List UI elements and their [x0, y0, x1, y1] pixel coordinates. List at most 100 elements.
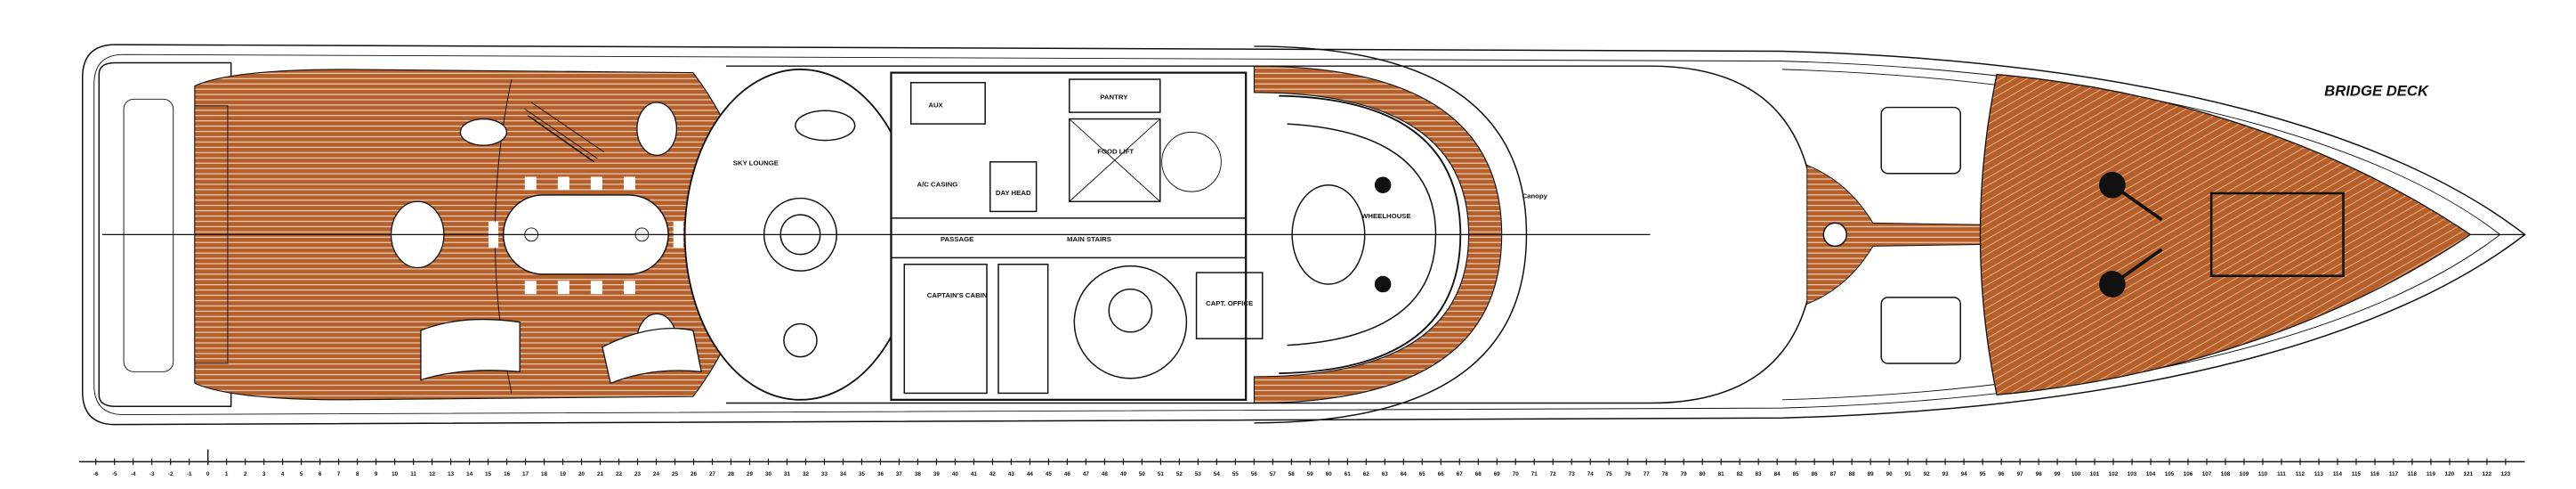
ruler-label: -4: [131, 471, 136, 477]
ruler-label: 29: [747, 471, 754, 477]
ruler-label: 56: [1251, 471, 1258, 477]
ruler-label: 79: [1681, 471, 1688, 477]
ruler-label: 92: [1924, 471, 1931, 477]
ruler-label: 80: [1700, 471, 1707, 477]
ruler-label: 69: [1494, 471, 1501, 477]
ruler-label: 70: [1513, 471, 1520, 477]
chair: [636, 102, 678, 156]
ruler-label: 118: [2408, 471, 2418, 477]
ruler-label: 67: [1457, 471, 1464, 477]
ruler-label: 86: [1812, 471, 1819, 477]
ruler-label: 94: [1961, 471, 1968, 477]
ruler-label: -3: [149, 471, 155, 477]
ruler-label: 87: [1830, 471, 1837, 477]
ruler-label: 11: [410, 471, 416, 477]
ruler-label: 89: [1868, 471, 1875, 477]
ruler-label: 101: [2090, 471, 2100, 477]
ruler-label: 8: [356, 471, 359, 477]
ruler-label: 47: [1083, 471, 1090, 477]
ruler-label: -6: [93, 471, 99, 477]
ruler-label: 3: [262, 471, 266, 477]
ruler-label: 52: [1176, 471, 1183, 477]
ruler-label: 64: [1401, 471, 1408, 477]
ruler-label: 48: [1102, 471, 1109, 477]
ruler-label: 109: [2240, 471, 2249, 477]
ruler-label: 117: [2389, 471, 2399, 477]
ruler-label: 72: [1550, 471, 1557, 477]
windlass: [2099, 171, 2126, 199]
ruler-label: 27: [709, 471, 716, 477]
ruler-label: 33: [821, 471, 828, 477]
ruler-label: 18: [541, 471, 548, 477]
ruler-label: 102: [2109, 471, 2119, 477]
ruler-label: 55: [1232, 471, 1240, 477]
main-stairs: [1073, 265, 1188, 379]
ruler-label: 78: [1662, 471, 1669, 477]
ruler-label: 41: [971, 471, 978, 477]
ruler-label: 30: [765, 471, 772, 477]
ruler-label: 6: [319, 471, 322, 477]
foredeck: BRIDGE DECK: [1806, 73, 2472, 395]
ruler-label: 42: [989, 471, 997, 477]
ruler-label: 105: [2165, 471, 2175, 477]
ruler-label: 23: [634, 471, 642, 477]
hatch: [1880, 297, 1961, 364]
aft-stairs: [602, 327, 703, 385]
ruler-label: 2: [244, 471, 247, 477]
label-ac-casing: A/C CASING: [917, 181, 958, 189]
ruler-label: 12: [429, 471, 436, 477]
ruler-label: 106: [2184, 471, 2193, 477]
ruler-label: 71: [1531, 471, 1538, 477]
ruler-label: 22: [616, 471, 623, 477]
deck-title: BRIDGE DECK: [2324, 83, 2430, 100]
ruler-label: 43: [1008, 471, 1015, 477]
ruler-label: 82: [1737, 471, 1744, 477]
ruler-label: -1: [187, 471, 192, 477]
ruler-label: 50: [1139, 471, 1146, 477]
label-aux: AUX: [928, 102, 943, 110]
interior-rooms: AUX A/C CASING PANTRY FOOD LIFT DAY HEAD…: [890, 71, 1264, 401]
windlass: [2099, 271, 2126, 297]
ruler-label: 96: [1999, 471, 2006, 477]
ruler-label: 36: [877, 471, 884, 477]
ruler-label: 111: [2277, 471, 2286, 477]
ruler-label: 57: [1270, 471, 1277, 477]
ruler-label: 103: [2128, 471, 2137, 477]
label-captains-cabin: CAPTAIN'S CABIN: [927, 291, 988, 299]
ruler-label: 35: [859, 471, 866, 477]
ruler-label: 20: [578, 471, 585, 477]
ruler-label: 100: [2071, 471, 2081, 477]
ruler-label: 4: [281, 471, 285, 477]
ruler-label: 39: [933, 471, 941, 477]
ruler-label: 25: [672, 471, 679, 477]
ruler-label: 116: [2370, 471, 2380, 477]
ruler-label: 63: [1382, 471, 1389, 477]
ruler-label: 84: [1774, 471, 1781, 477]
ruler-label: 107: [2202, 471, 2212, 477]
label-wheelhouse: WHEELHOUSE: [1361, 212, 1411, 220]
ruler-label: 58: [1288, 471, 1296, 477]
label-passage: PASSAGE: [941, 235, 973, 243]
ruler-label: 88: [1849, 471, 1856, 477]
ruler-label: 17: [522, 471, 529, 477]
ruler-label: 1: [225, 471, 229, 477]
ruler-label: 51: [1158, 471, 1165, 477]
ruler-label: 90: [1886, 471, 1894, 477]
ruler-label: 110: [2258, 471, 2268, 477]
ruler-label: 99: [2055, 471, 2062, 477]
ruler-label: 49: [1120, 471, 1127, 477]
ruler-label: 73: [1569, 471, 1576, 477]
ruler-label: 15: [485, 471, 492, 477]
ruler-label: -5: [112, 471, 117, 477]
ruler-label: 83: [1756, 471, 1763, 477]
ruler-label: 59: [1307, 471, 1314, 477]
ruler-label: 5: [300, 471, 303, 477]
ruler-label: 28: [728, 471, 735, 477]
label-day-head: DAY HEAD: [996, 189, 1031, 197]
ruler-label: 21: [597, 471, 604, 477]
anchor-hatch: [2209, 192, 2345, 278]
ruler-label: 38: [915, 471, 922, 477]
ruler-label: 62: [1363, 471, 1370, 477]
jacuzzi: [459, 118, 508, 146]
